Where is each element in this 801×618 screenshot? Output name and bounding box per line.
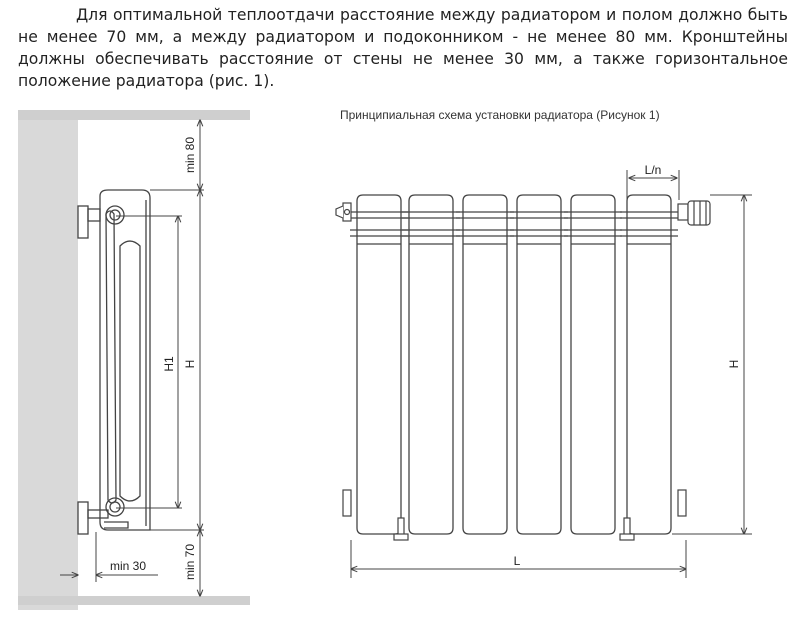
label-min80: min 80: [183, 137, 197, 173]
side-view: min 80 min 70 min 30 H1 H: [18, 110, 250, 610]
front-view: L/n H L: [335, 163, 752, 578]
label-Ln: L/n: [645, 163, 662, 177]
label-H1: H1: [162, 356, 176, 372]
radiator-section: [510, 194, 568, 535]
label-H-front: H: [727, 360, 741, 369]
wall: [18, 110, 78, 610]
label-min70: min 70: [183, 544, 197, 580]
thermostat-valve: [677, 200, 711, 226]
radiator-side-profile: [77, 189, 151, 535]
window-sill: [18, 110, 250, 120]
radiator-section: [456, 194, 514, 535]
label-L: L: [514, 554, 521, 568]
radiator-section: [350, 194, 408, 535]
floor: [18, 596, 250, 605]
figure-caption: Принципиальная схема установки радиатора…: [340, 108, 660, 122]
radiator-section: [402, 194, 460, 535]
bottom-connectors: [342, 489, 687, 541]
label-min30: min 30: [110, 559, 146, 573]
air-vent-valve: [335, 202, 352, 222]
instruction-paragraph: Для оптимальной теплоотдачи расстояние м…: [18, 6, 788, 90]
radiator-section: [620, 194, 678, 535]
label-H-side: H: [183, 360, 197, 369]
radiator-sections: [350, 194, 678, 535]
radiator-section: [564, 194, 622, 535]
